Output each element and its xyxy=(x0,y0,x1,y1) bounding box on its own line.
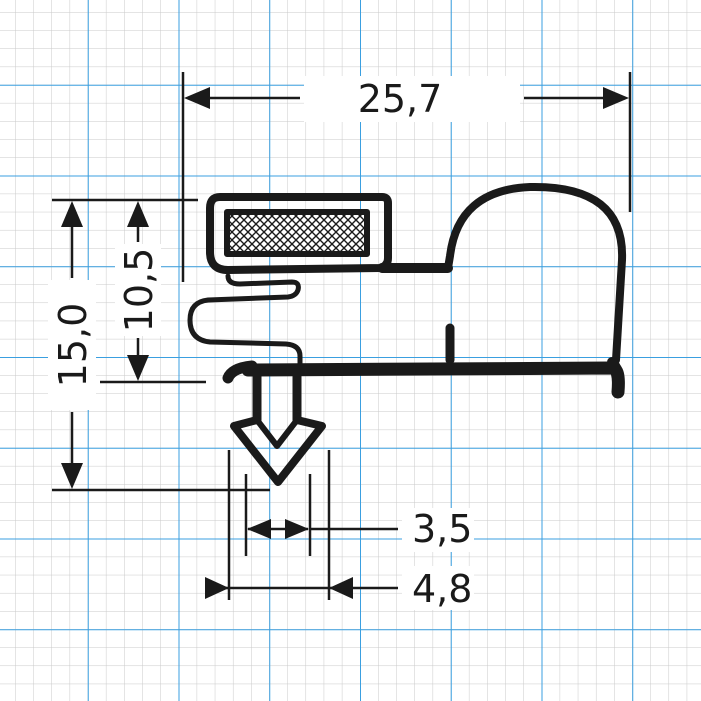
label-upper-height: 10,5 xyxy=(117,248,161,333)
dimension-lines xyxy=(52,72,632,600)
barb-inner xyxy=(254,417,300,449)
arrowhead-width-right xyxy=(603,87,629,109)
stem xyxy=(252,367,302,425)
arrowhead-height-bottom xyxy=(61,463,83,489)
arrowhead-width-left xyxy=(184,87,210,109)
flange-left-lip xyxy=(222,360,258,384)
label-barb-width: 4,8 xyxy=(412,567,472,611)
label-overall-height: 15,0 xyxy=(51,303,95,388)
arrowhead-stem-right xyxy=(285,519,309,539)
arrow-barb xyxy=(230,416,326,486)
label-overall-width: 25,7 xyxy=(358,77,443,121)
gasket-profile xyxy=(187,182,627,486)
arrowhead-height-top xyxy=(61,201,83,227)
arrowhead-barb-right xyxy=(329,577,353,599)
flange-end-lip xyxy=(607,357,625,397)
bellows-bulb xyxy=(444,182,627,364)
arrowhead-upper-top xyxy=(127,201,149,227)
arrowhead-stem-left xyxy=(247,519,271,539)
label-stem-width: 3,5 xyxy=(412,507,472,551)
arrowhead-upper-bottom xyxy=(127,355,149,381)
magnet-insert xyxy=(224,209,370,257)
arrowhead-barb-left xyxy=(205,577,229,599)
dimension-labels: 25,7 15,0 10,5 3,5 4,8 xyxy=(48,76,520,611)
flexible-hinge xyxy=(187,273,303,371)
